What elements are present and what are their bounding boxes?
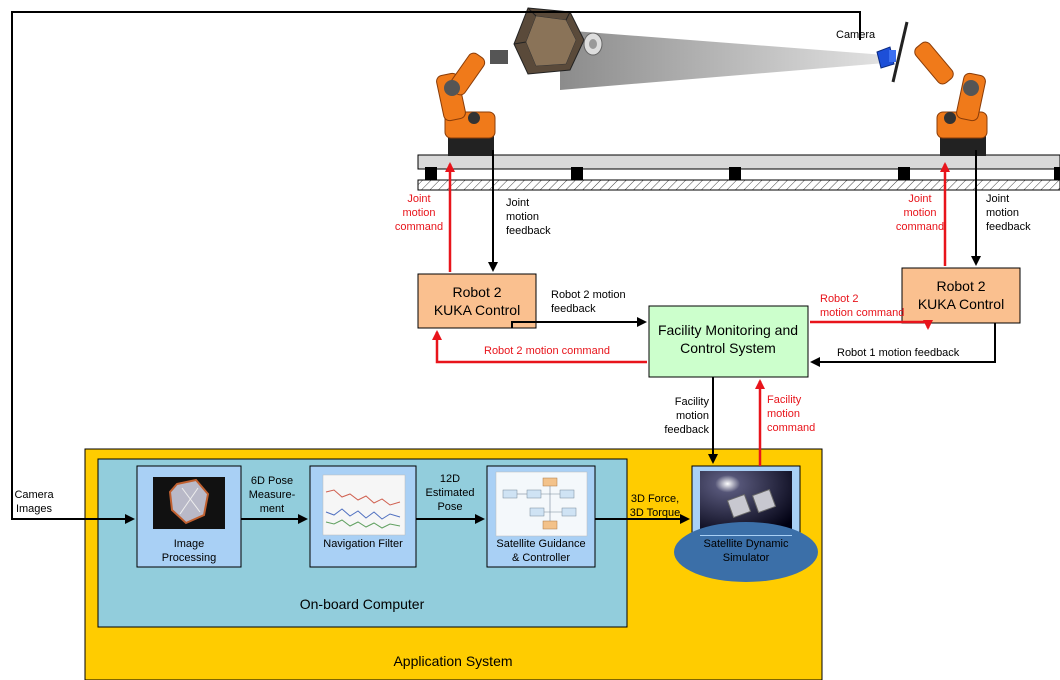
robot-left-control-subtitle: KUKA Control <box>434 302 520 318</box>
onboard-computer-label: On-board Computer <box>300 596 425 612</box>
right-joint-feedback-label-1: Joint <box>986 193 1009 205</box>
facility-control-subtitle: Control System <box>680 340 776 356</box>
robot-left-control-box <box>417 273 537 329</box>
right-joint-command-label-2: motion <box>903 207 936 219</box>
robot2-feedback-arrow <box>511 317 647 328</box>
camera-images-label-2: Images <box>16 503 53 515</box>
robot2-command-left-arrow <box>432 330 647 364</box>
navigation-filter-module: Navigation Filter <box>309 465 417 568</box>
camera-view-beam <box>560 30 885 90</box>
robot2-command-right-label-2: motion command <box>820 307 904 319</box>
estimated-pose-label-1: 12D <box>440 473 460 485</box>
left-joint-command-label-3: command <box>395 221 443 233</box>
facility-feedback-label-2: motion <box>676 410 709 422</box>
robot2-feedback-label-1: Robot 2 motion <box>551 289 626 301</box>
left-joint-command-label-1: Joint <box>407 193 430 205</box>
robot-rail-track <box>417 154 1060 191</box>
rail-mount <box>729 167 741 180</box>
pose-measurement-label-1: 6D Pose <box>251 475 293 487</box>
rail-mount <box>425 167 437 180</box>
robot1-feedback-label: Robot 1 motion feedback <box>837 347 960 359</box>
right-joint-feedback-label-2: motion <box>986 207 1019 219</box>
satellite-pair-icon <box>726 488 777 519</box>
pose-measurement-label-2: Measure- <box>249 489 296 501</box>
robot-right-control-title: Robot 2 <box>936 278 985 294</box>
estimated-pose-label-3: Pose <box>437 501 462 513</box>
guidance-label-1: Satellite Guidance <box>496 538 585 550</box>
guidance-label-2: & Controller <box>512 552 570 564</box>
application-system-label: Application System <box>393 653 512 669</box>
facility-control-box <box>648 305 809 378</box>
camera-images-label-1: Camera <box>14 489 54 501</box>
robot-left-control-title: Robot 2 <box>452 284 501 300</box>
facility-command-label-2: motion <box>767 408 800 420</box>
camera-label: Camera <box>836 29 876 41</box>
facility-command-label-1: Facility <box>767 394 802 406</box>
navigation-filter-label: Navigation Filter <box>323 538 403 550</box>
rail-mount <box>898 167 910 180</box>
robot2-command-right-label-1: Robot 2 <box>820 293 859 305</box>
image-processing-label-2: Processing <box>162 552 216 564</box>
facility-feedback-label-3: feedback <box>664 424 709 436</box>
pose-measurement-label-3: ment <box>260 503 284 515</box>
left-joint-command-label-2: motion <box>402 207 435 219</box>
robot-right-control-subtitle: KUKA Control <box>918 296 1004 312</box>
robot2-command-left-label: Robot 2 motion command <box>484 345 610 357</box>
rail-mount <box>571 167 583 180</box>
simulator-label-2: Simulator <box>723 552 770 564</box>
facility-feedback-label-1: Facility <box>675 396 710 408</box>
force-torque-label-1: 3D Force, <box>631 493 679 505</box>
robot-right-control-box <box>901 267 1021 324</box>
right-joint-feedback-label-3: feedback <box>986 221 1031 233</box>
target-satellite-icon <box>513 7 603 75</box>
rail-mount <box>1054 167 1060 180</box>
camera-icon <box>876 21 909 83</box>
simulator-label-1: Satellite Dynamic <box>704 538 789 550</box>
image-processing-module: Image Processing <box>136 465 242 568</box>
left-robot-arm-icon <box>436 50 508 156</box>
facility-control-title: Facility Monitoring and <box>658 322 798 338</box>
guidance-block-diagram <box>495 471 588 537</box>
right-joint-command-label-1: Joint <box>908 193 931 205</box>
image-processing-label-1: Image <box>174 538 205 550</box>
dynamic-simulator-module: Satellite Dynamic Simulator <box>674 465 818 582</box>
guidance-controller-module: Satellite Guidance & Controller <box>486 465 596 568</box>
facility-command-label-3: command <box>767 422 815 434</box>
right-robot-arm-icon <box>914 41 988 156</box>
robot1-feedback-arrow <box>810 323 996 367</box>
estimated-pose-label-2: Estimated <box>426 487 475 499</box>
right-joint-command-label-3: command <box>896 221 944 233</box>
robot2-feedback-label-2: feedback <box>551 303 596 315</box>
left-joint-feedback-label-1: Joint <box>506 197 529 209</box>
left-joint-feedback-label-3: feedback <box>506 225 551 237</box>
force-torque-label-2: 3D Torque <box>630 507 681 519</box>
camera-images-line <box>11 11 861 524</box>
left-joint-feedback-label-2: motion <box>506 211 539 223</box>
